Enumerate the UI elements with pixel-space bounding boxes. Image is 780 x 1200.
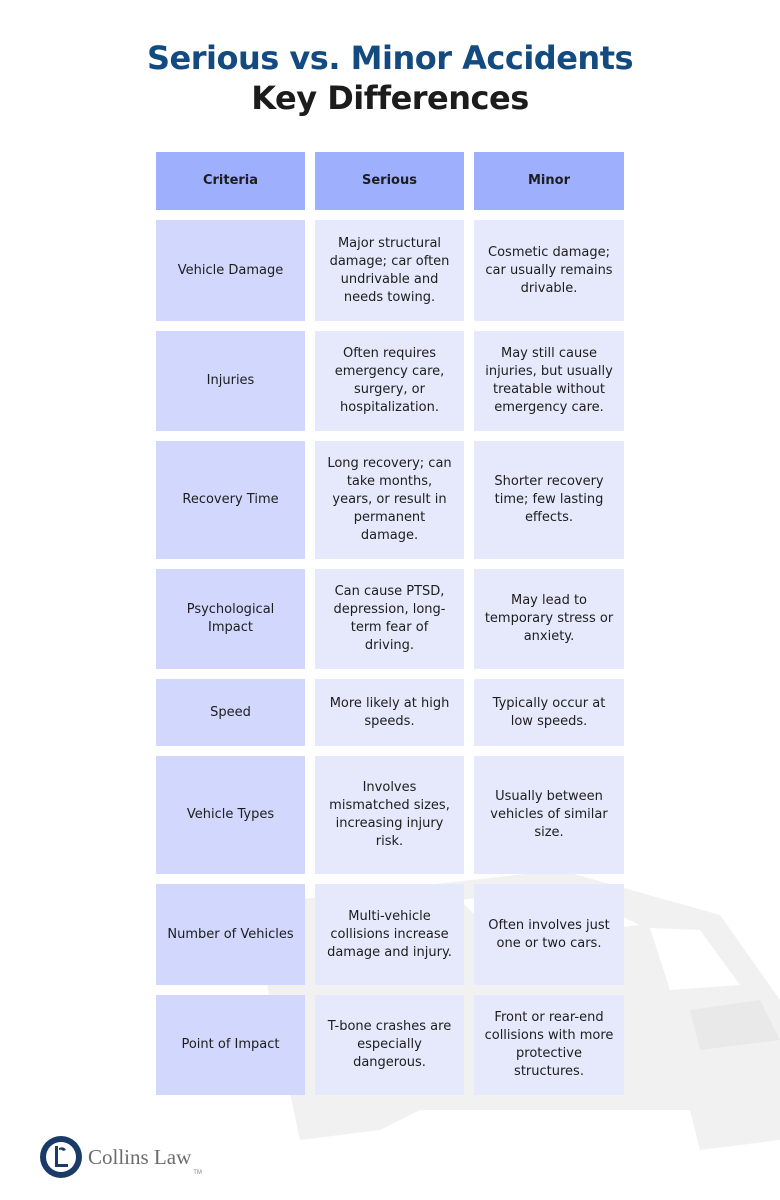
row-minor-injuries: May still cause injuries, but usually tr… [474,331,624,431]
logo-text: Collins Law [88,1144,192,1169]
comparison-table: Criteria Serious Minor Vehicle Damage Ma… [156,152,624,1095]
row-serious-number-of-vehicles: Multi-vehicle collisions increase damage… [315,884,464,985]
row-criteria-recovery-time: Recovery Time [156,441,305,559]
logo-trademark: TM [193,1170,202,1176]
header-criteria: Criteria [156,152,305,210]
row-criteria-vehicle-damage: Vehicle Damage [156,220,305,321]
row-minor-point-of-impact: Front or rear-end collisions with more p… [474,995,624,1095]
row-serious-injuries: Often requires emergency care, surgery, … [315,331,464,431]
header-minor: Minor [474,152,624,210]
row-serious-vehicle-damage: Major structural damage; car often undri… [315,220,464,321]
row-minor-number-of-vehicles: Often involves just one or two cars. [474,884,624,985]
row-minor-vehicle-damage: Cosmetic damage; car usually remains dri… [474,220,624,321]
row-serious-speed: More likely at high speeds. [315,679,464,746]
title-line-2: Key Differences [251,79,529,117]
collins-law-logo-icon [40,1136,82,1178]
row-serious-point-of-impact: T-bone crashes are especially dangerous. [315,995,464,1095]
page-title: Serious vs. Minor Accidents Key Differen… [0,38,780,118]
row-serious-vehicle-types: Involves mismatched sizes, increasing in… [315,756,464,874]
row-minor-speed: Typically occur at low speeds. [474,679,624,746]
title-line-1: Serious vs. Minor Accidents [146,39,634,77]
row-criteria-speed: Speed [156,679,305,746]
row-criteria-vehicle-types: Vehicle Types [156,756,305,874]
row-minor-psychological-impact: May lead to temporary stress or anxiety. [474,569,624,669]
row-criteria-point-of-impact: Point of Impact [156,995,305,1095]
header-serious: Serious [315,152,464,210]
row-serious-psychological-impact: Can cause PTSD, depression, long-term fe… [315,569,464,669]
row-criteria-number-of-vehicles: Number of Vehicles [156,884,305,985]
row-minor-vehicle-types: Usually between vehicles of similar size… [474,756,624,874]
row-criteria-psychological-impact: Psychological Impact [156,569,305,669]
row-serious-recovery-time: Long recovery; can take months, years, o… [315,441,464,559]
collins-law-logo: Collins Law TM [38,1134,202,1180]
row-minor-recovery-time: Shorter recovery time; few lasting effec… [474,441,624,559]
row-criteria-injuries: Injuries [156,331,305,431]
